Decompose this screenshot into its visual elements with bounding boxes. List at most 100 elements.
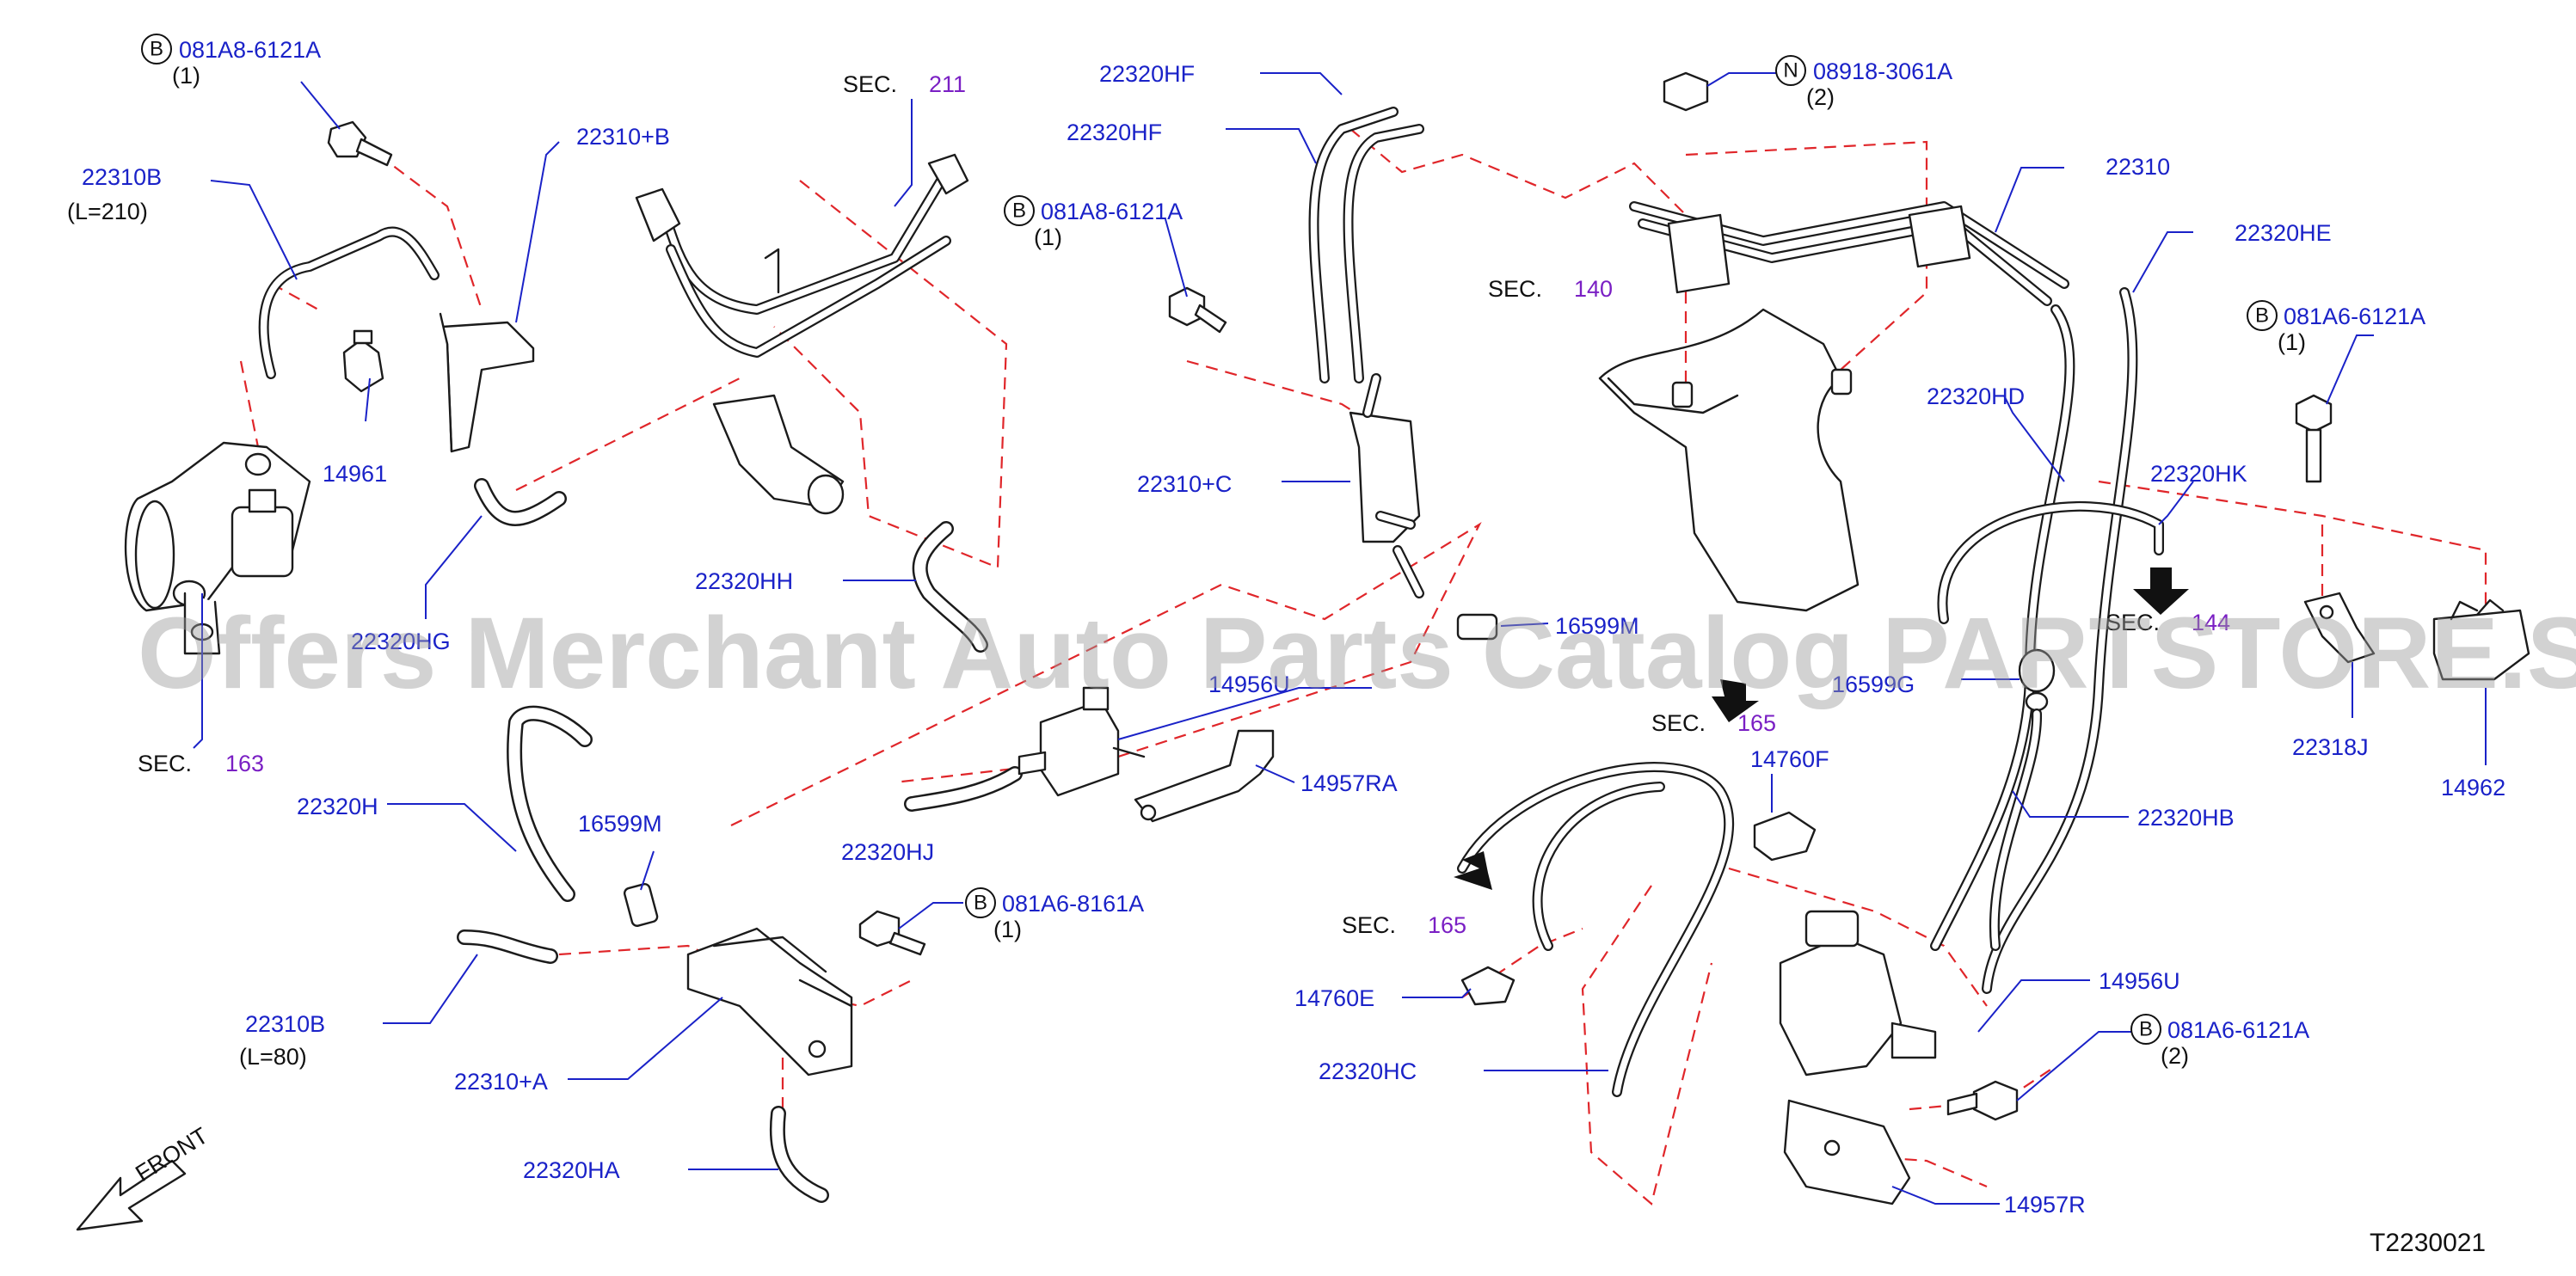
label-081A6-8161A-qty: (1) [993,917,1022,942]
label-08918: 08918-3061A [1813,58,1952,84]
nut-08918-part [1663,71,1709,112]
label-081A6-b-qty: (2) [2161,1043,2189,1069]
hose-22320HA [769,1106,829,1203]
badge-b5-text: B [2139,1018,2153,1041]
clip-14760F-part [1753,811,1817,862]
clip-block-14962-part [2432,598,2530,681]
label-081A6-8161A: 081A6-8161A [1002,891,1144,917]
hose-22320HJ [904,766,1023,812]
label-081A6-a: 081A6-6121A [2284,304,2425,329]
label-22318J: 22318J [2292,734,2369,760]
label-14957RA: 14957RA [1300,770,1398,796]
label-16599M-a: 16599M [1555,613,1639,639]
label-22320HF-a: 22320HF [1099,61,1195,87]
hose-22320HF-pair [1308,107,1424,383]
badge-n1 [1775,55,1806,86]
clip-14760E-part [1460,966,1515,1006]
bracket-22310PA-part [686,927,853,1077]
label-sec-165-lower-prefix: SEC. [1342,912,1396,938]
hose-22320HB [1989,709,2043,951]
label-14760F: 14760F [1750,746,1829,772]
label-081A8-a: 081A8-6121A [179,37,321,63]
water-pipe-sec211-part [635,153,969,515]
hose-22320HC-loop [1457,762,1735,1097]
bracket-22310PB-part [439,312,535,453]
label-22320HE: 22320HE [2235,220,2332,246]
label-22320HB: 22320HB [2137,805,2235,831]
pipe-assembly-22310-part [1629,201,2069,306]
label-14962: 14962 [2441,775,2505,801]
bracket-22310PC-part [1349,373,1424,598]
hose-22320HE [1982,287,2138,994]
hose-22310B-long [258,226,440,379]
arrow-sec144-icon [2133,567,2189,615]
badge-n1-text: N [1783,59,1798,83]
arrow-sec165-lower-icon [1454,851,1492,890]
watermark-text: Offers Merchant Auto Parts Catalog PARTS… [138,597,2576,710]
label-sec-165-upper-prefix: SEC. [1651,710,1706,736]
label-sec-140: 140 [1574,276,1613,302]
badge-b4-text: B [2255,304,2269,328]
label-14956U-a: 14956U [1208,672,1290,697]
label-14956U-b: 14956U [2099,968,2180,994]
bolt-081A6-part-a [2295,394,2333,483]
bolt-081A8-part-b [1168,286,1227,334]
label-22320HD: 22320HD [1927,383,2025,409]
label-sec-140-prefix: SEC. [1488,276,1542,302]
connector-16599G-part [2018,648,2056,712]
label-22310PA: 22310+A [454,1069,548,1095]
bracket-14957RA-part [1134,729,1275,823]
label-22320HA: 22320HA [523,1157,620,1183]
hose-22320HG [474,478,567,526]
label-14760E: 14760E [1294,985,1374,1011]
direction-arrows [76,567,2189,1231]
hose-22320HK [1937,500,2164,624]
label-sec-144: 144 [2192,610,2230,635]
label-22310B-a-length: (L=210) [67,199,148,224]
label-22310B-b-length: (L=80) [239,1044,307,1070]
clip-16599M-part-a [1456,613,1498,641]
badge-b1-text: B [150,38,163,61]
badge-b1 [141,34,172,64]
clip-16599M-part-b [623,883,659,927]
label-22310B-a: 22310B [82,164,162,190]
label-sec-165-upper: 165 [1737,710,1776,736]
manifold-sec140-part [1598,308,1860,612]
label-22310PC: 22310+C [1137,471,1232,497]
bracket-14957R-part [1783,1099,1911,1205]
label-22320HJ: 22320HJ [841,839,934,865]
hose-22320H [507,705,593,902]
diagram-id-code: T2230021 [2370,1229,2486,1257]
bolt-081A6-part-b [1946,1080,2019,1121]
label-22310B-b: 22310B [245,1011,325,1037]
label-081A6-b: 081A6-6121A [2167,1017,2309,1043]
bolt-081A8-part-a [327,120,393,167]
label-22310PB: 22310+B [576,124,670,150]
label-08918-qty: (2) [1806,84,1835,110]
label-16599M-b: 16599M [578,811,662,837]
label-16599G: 16599G [1832,672,1915,697]
label-081A8-a-qty: (1) [172,63,200,89]
badge-b3-text: B [974,892,987,915]
badge-b2-text: B [1012,199,1026,223]
label-14957R: 14957R [2004,1192,2086,1218]
bolt-081A6-8161A-part [858,910,926,956]
label-081A6-a-qty: (1) [2278,329,2306,355]
hose-22310B-short [457,929,558,964]
badge-b2 [1004,195,1035,226]
badge-b5 [2130,1014,2161,1045]
label-081A8-b: 081A8-6121A [1041,199,1183,224]
valve-14956U-part-a [1017,686,1146,797]
label-22320H: 22320H [297,794,378,819]
thermostat-housing-part [124,441,311,655]
bracket-22318J-part [2303,592,2376,664]
front-label: FRONT [131,1122,212,1187]
label-22320HH: 22320HH [695,568,793,594]
label-22320HF-b: 22320HF [1067,120,1162,145]
label-22320HC: 22320HC [1319,1058,1417,1084]
label-sec-211-prefix: SEC. [843,71,897,97]
valve-14956U-part-b [1779,910,1937,1077]
sensor-14961-part [342,329,384,393]
label-22320HK: 22320HK [2150,461,2247,487]
